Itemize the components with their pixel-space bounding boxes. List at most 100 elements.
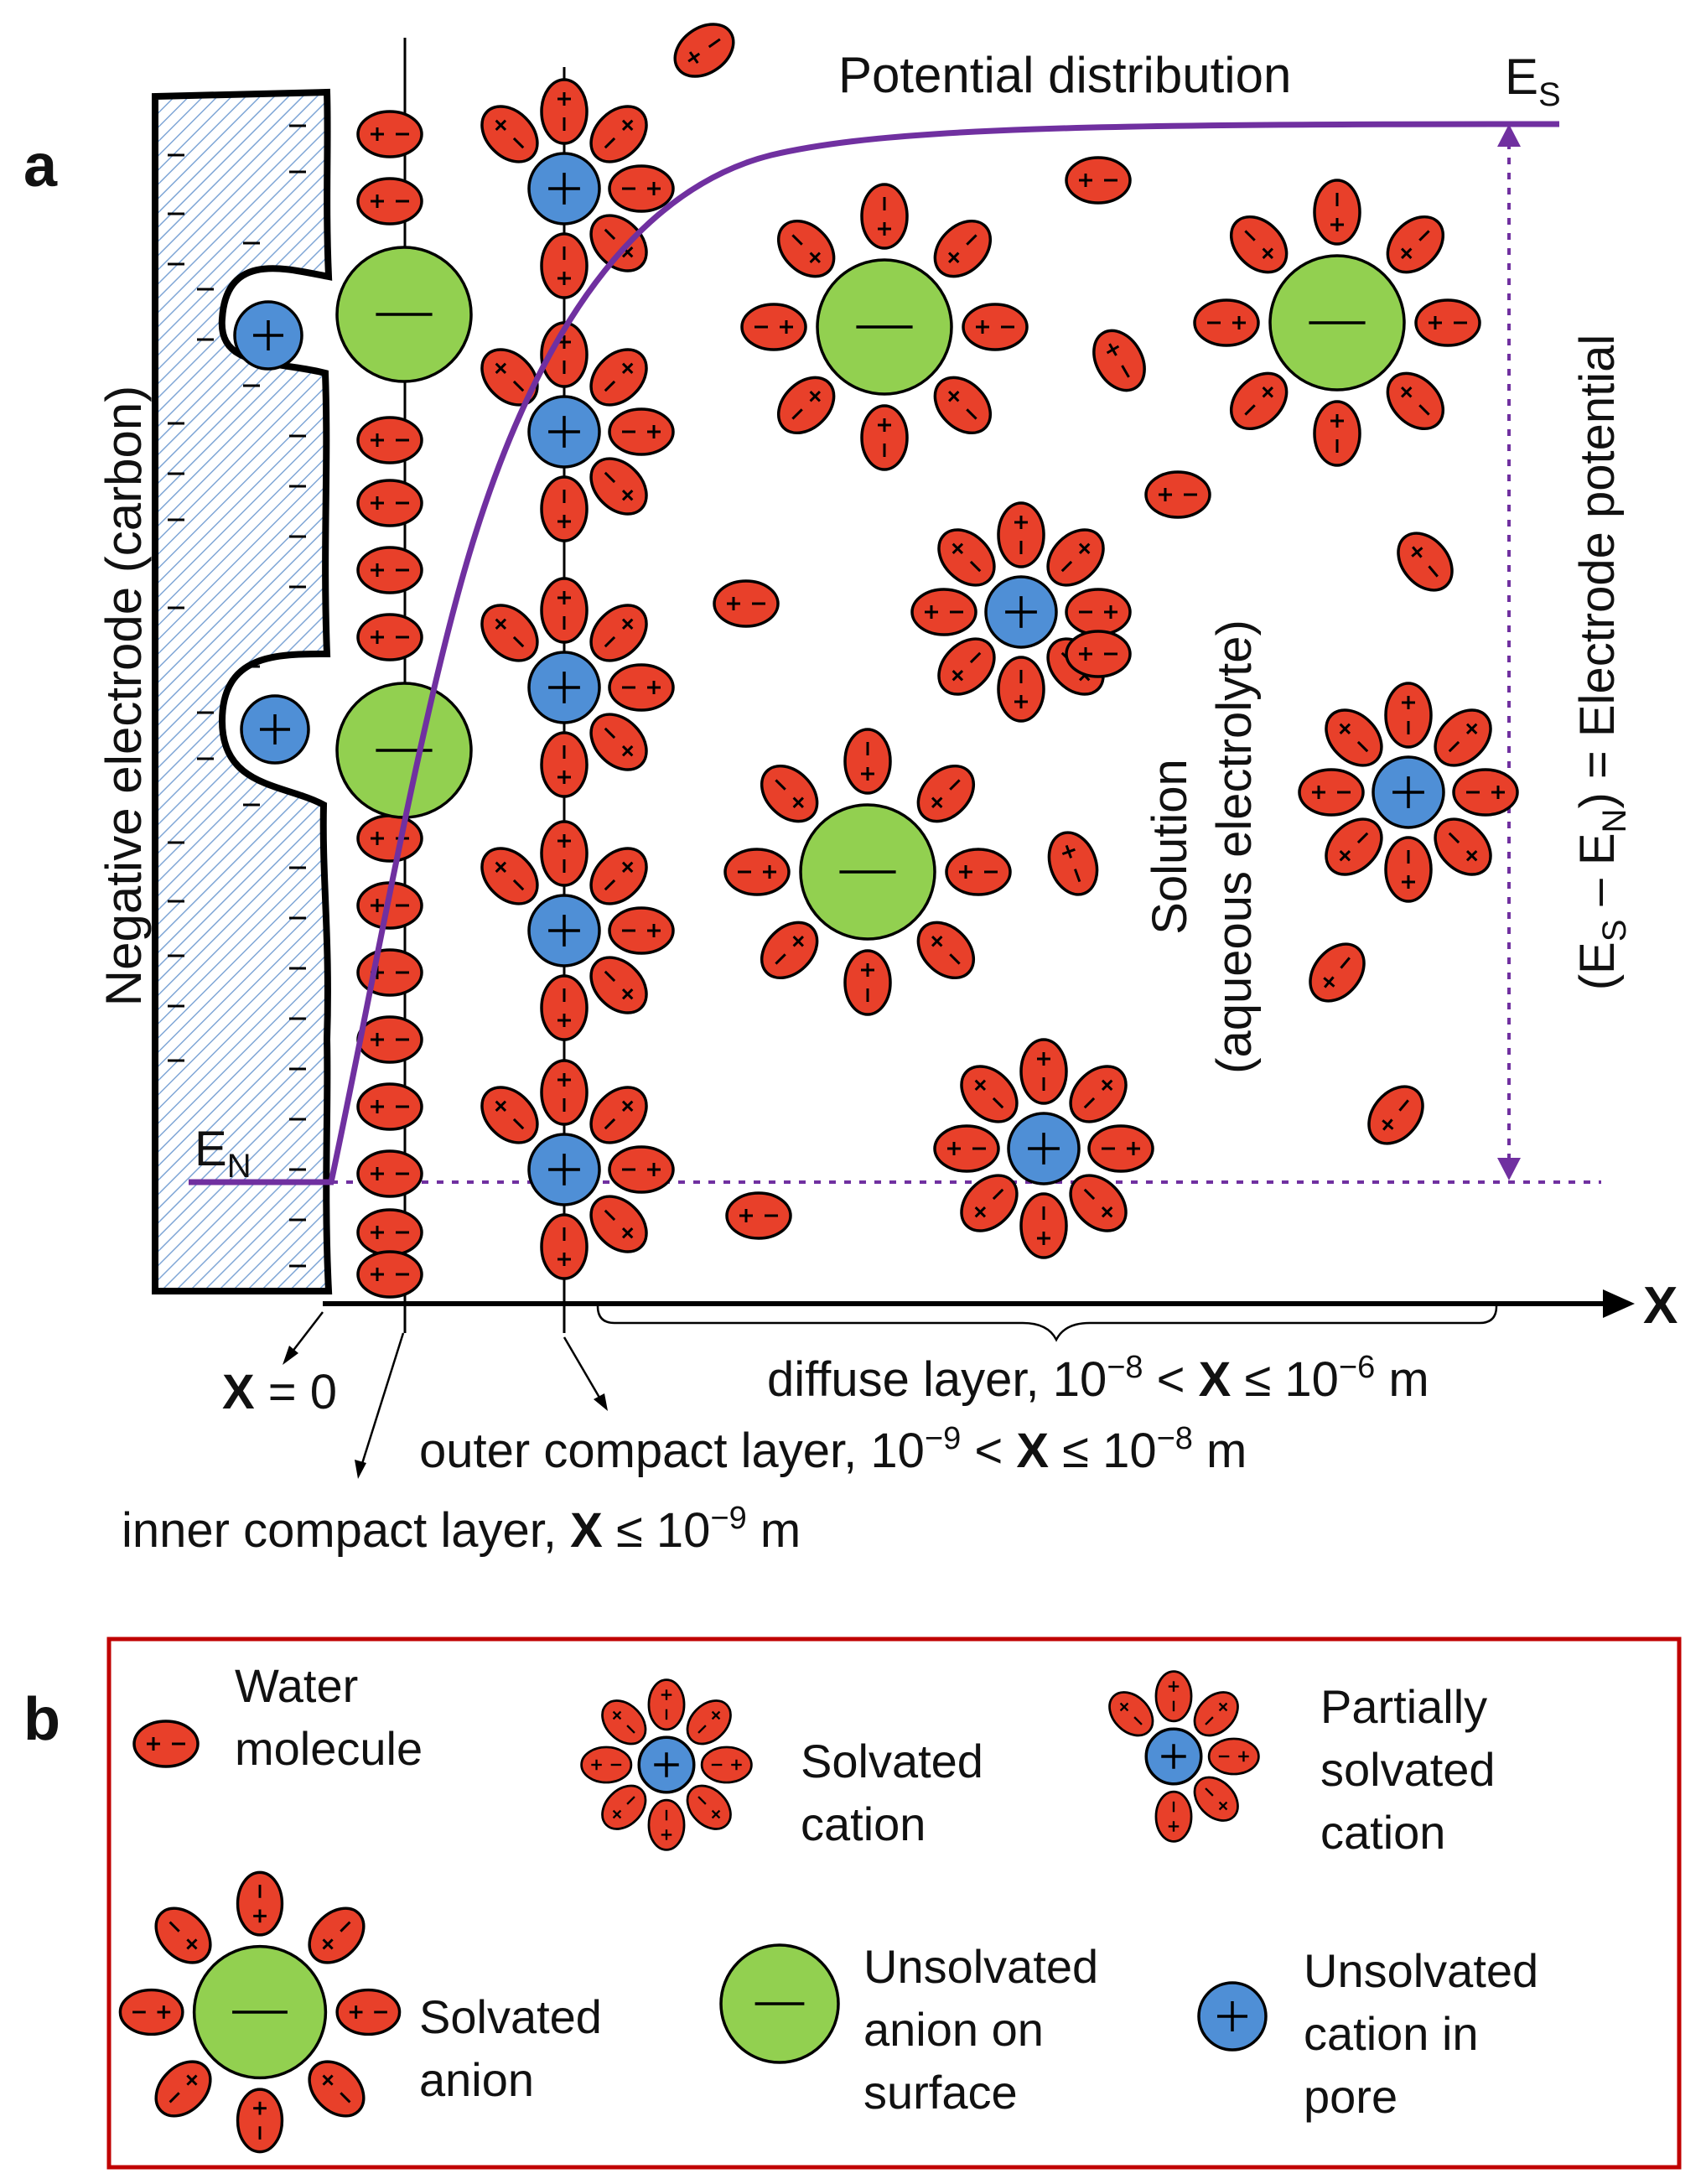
water-molecule [910,588,977,636]
water-molecule [356,948,423,997]
water-molecule [608,663,675,712]
partially-solvated-cation [480,820,675,1041]
water-molecule [540,974,589,1041]
adsorbed-anion [335,682,473,819]
water-molecule [723,848,791,896]
outer-compact-layer-label: outer compact layer, 10−9 < X ≤ 10−8 m [419,1421,1247,1478]
water-molecule [480,105,539,163]
water-molecule [647,1798,686,1851]
water-molecule [937,528,996,587]
water-molecule [356,416,423,464]
water-molecule [760,921,819,980]
pore-cation [233,300,303,371]
water-molecule [1019,1192,1068,1259]
water-molecule [960,1065,1019,1123]
water-molecule [1108,1691,1154,1737]
water-molecule [962,303,1029,351]
water-molecule [1069,1065,1128,1123]
water-molecule [937,637,996,696]
water-molecule [1087,1124,1154,1173]
water-molecule [1434,708,1492,767]
water-molecule [480,604,539,662]
legend-unsolvated-anion [719,1943,840,2064]
water-molecule [1298,768,1365,817]
potential-curve [189,121,1560,1185]
legend-unsolvated-anion-line1: Unsolvated [863,1940,1098,1993]
potential-arrow-bottom [1497,1158,1521,1180]
water-molecule [1229,215,1289,274]
anion-core [816,258,953,396]
water-molecule [997,501,1045,568]
water-molecule [740,303,807,351]
water-molecule [154,2060,212,2118]
water-molecule [776,219,836,278]
solvated-cation [910,501,1132,723]
water-molecule [945,848,1012,896]
water-molecule [933,219,993,278]
legend-solvated-anion [118,1870,402,2154]
water-molecule [608,164,675,213]
water-molecule [589,1086,648,1144]
water-molecule [1193,298,1260,347]
water-molecule [1069,1174,1128,1232]
water-molecule [589,956,648,1014]
potential-distribution-title: Potential distribution [838,47,1291,103]
water-molecule [356,479,423,527]
legend-unsolvated-cation-line1: Unsolvated [1304,1944,1538,1997]
water-molecule [356,177,423,226]
negative-electrode [152,88,333,1294]
water-molecule [1092,329,1146,392]
cation-core [527,152,601,226]
water-molecule [236,1870,284,1937]
water-molecule [601,1699,647,1746]
legend-partially-solvated-cation [1108,1670,1260,1843]
partially-solvated-cation [480,1059,675,1280]
legend-solvated-anion-line1: Solvated [419,1990,602,2043]
water-molecule [356,814,423,863]
water-molecule [860,404,909,471]
water-molecule [1384,836,1433,903]
legend-water-line1: Water [235,1659,358,1712]
water-molecule [589,457,648,516]
partially-solvated-cation [480,321,675,542]
water-molecule [1414,298,1481,347]
legend-solvated-anion-line2: anion [419,2053,534,2106]
solvated-cation [1298,682,1519,903]
cation-core [1007,1112,1081,1185]
water-molecule [776,376,836,435]
water-molecule [540,475,589,542]
water-molecule [356,110,423,158]
water-molecule [1309,942,1366,1003]
water-molecule [1193,1691,1239,1737]
water-molecule [1047,831,1099,896]
adsorbed-anion [335,246,473,383]
diffuse-layer-label: diffuse layer, 10−8 < X ≤ 10−6 m [767,1350,1429,1407]
water-molecule [725,1191,792,1240]
water-molecule [933,376,993,435]
water-molecule [308,2060,366,2118]
water-molecule [540,820,589,887]
diffuse-layer-brace [596,1305,1498,1342]
legend-solvated-cation [580,1678,753,1851]
water-molecule [356,1149,423,1198]
water-molecule [589,604,648,662]
water-molecule [960,1174,1019,1232]
water-molecule [601,1784,647,1830]
en-label: EN [194,1122,251,1185]
water-molecule [1367,1085,1424,1145]
water-molecule [843,949,892,1016]
legend-solvated-cation-line2: cation [801,1798,926,1850]
water-molecule [997,656,1045,723]
water-molecule [1397,532,1454,592]
water-molecule [1313,400,1361,467]
x-axis-arrowhead [1603,1289,1635,1318]
cation-core [1144,1727,1203,1786]
water-molecule [686,1699,732,1746]
legend-unsolvated-cation-line2: cation in [1304,2007,1479,2060]
water-molecule [1386,371,1445,431]
water-molecule [480,1086,539,1144]
water-molecule [700,1746,753,1784]
water-molecule [480,348,539,407]
cation-core [637,1735,696,1794]
